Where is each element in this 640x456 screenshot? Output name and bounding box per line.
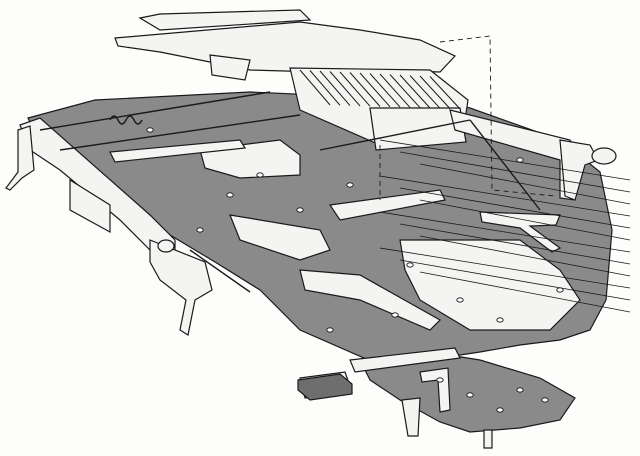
plate-hole	[326, 327, 334, 333]
leader-line	[399, 151, 631, 193]
small-knob-left	[157, 239, 175, 253]
leader-line	[379, 175, 631, 217]
loose-parts	[157, 239, 493, 449]
typebar	[339, 71, 371, 107]
right-knob	[591, 147, 617, 165]
leader-line	[379, 211, 631, 253]
leader-line	[419, 271, 631, 313]
plate-hole	[456, 297, 464, 303]
space-bar-link	[349, 347, 461, 373]
plate-hole	[256, 172, 264, 178]
top-carriage	[114, 9, 469, 151]
spring	[109, 115, 143, 125]
plate-hole	[466, 392, 474, 398]
plate-hole	[406, 262, 414, 268]
lever-arm	[328, 189, 446, 221]
typebar	[329, 71, 361, 107]
typebar	[319, 70, 351, 106]
plate-hole	[436, 377, 444, 383]
typebar-comb	[299, 69, 461, 110]
plate-hole	[516, 157, 524, 163]
rod-right	[469, 119, 541, 211]
leader-line	[399, 187, 631, 229]
typebar	[369, 73, 401, 108]
front-plate	[359, 351, 576, 433]
plate-hole	[516, 387, 524, 393]
typebar	[409, 75, 441, 109]
leader-line	[399, 223, 631, 265]
guide-lines	[379, 35, 556, 200]
plate-hole	[541, 397, 549, 403]
plate-hole	[226, 192, 234, 198]
carriage-rail	[138, 9, 312, 31]
plate-hole	[296, 207, 304, 213]
plate-hole	[391, 312, 399, 318]
plate-hole	[146, 127, 154, 133]
rod-center	[319, 119, 471, 151]
leader-line	[419, 163, 631, 205]
plate-hole	[346, 182, 354, 188]
leader-line	[419, 199, 631, 241]
typebar	[389, 74, 421, 109]
typebar	[299, 69, 331, 106]
left-lower-bracket	[149, 239, 213, 336]
front-foot	[401, 397, 421, 437]
plate-hole	[196, 227, 204, 233]
right-bracket	[559, 139, 599, 201]
typebar	[349, 72, 381, 107]
slide-plate	[229, 214, 331, 261]
linkage-bar	[109, 139, 247, 163]
leader-line	[379, 247, 631, 289]
plate-hole	[556, 287, 564, 293]
rod-top	[39, 91, 271, 131]
leader-line	[379, 139, 631, 181]
plate-holes	[146, 127, 564, 413]
leader-lines	[379, 139, 631, 313]
screw	[483, 429, 493, 449]
guide-line-right	[439, 35, 556, 197]
rod-mid	[59, 114, 301, 151]
right-frame	[449, 109, 617, 253]
typebar	[359, 72, 391, 108]
key-block	[297, 373, 353, 401]
leader-line	[419, 235, 631, 277]
typebar	[309, 70, 341, 106]
rods	[39, 91, 541, 293]
typebar	[419, 75, 451, 109]
plate-hole	[496, 317, 504, 323]
plate-hole	[496, 407, 504, 413]
margin-stop	[299, 269, 441, 331]
typebar	[429, 76, 461, 110]
leader-line	[399, 259, 631, 301]
typebar	[399, 74, 431, 109]
rod-lower	[189, 249, 251, 293]
left-side-block	[69, 178, 111, 234]
right-arm	[479, 211, 562, 253]
carriage-support	[209, 54, 251, 81]
left-bracket	[5, 125, 35, 191]
typebar	[379, 73, 411, 108]
left-frame	[5, 117, 213, 336]
